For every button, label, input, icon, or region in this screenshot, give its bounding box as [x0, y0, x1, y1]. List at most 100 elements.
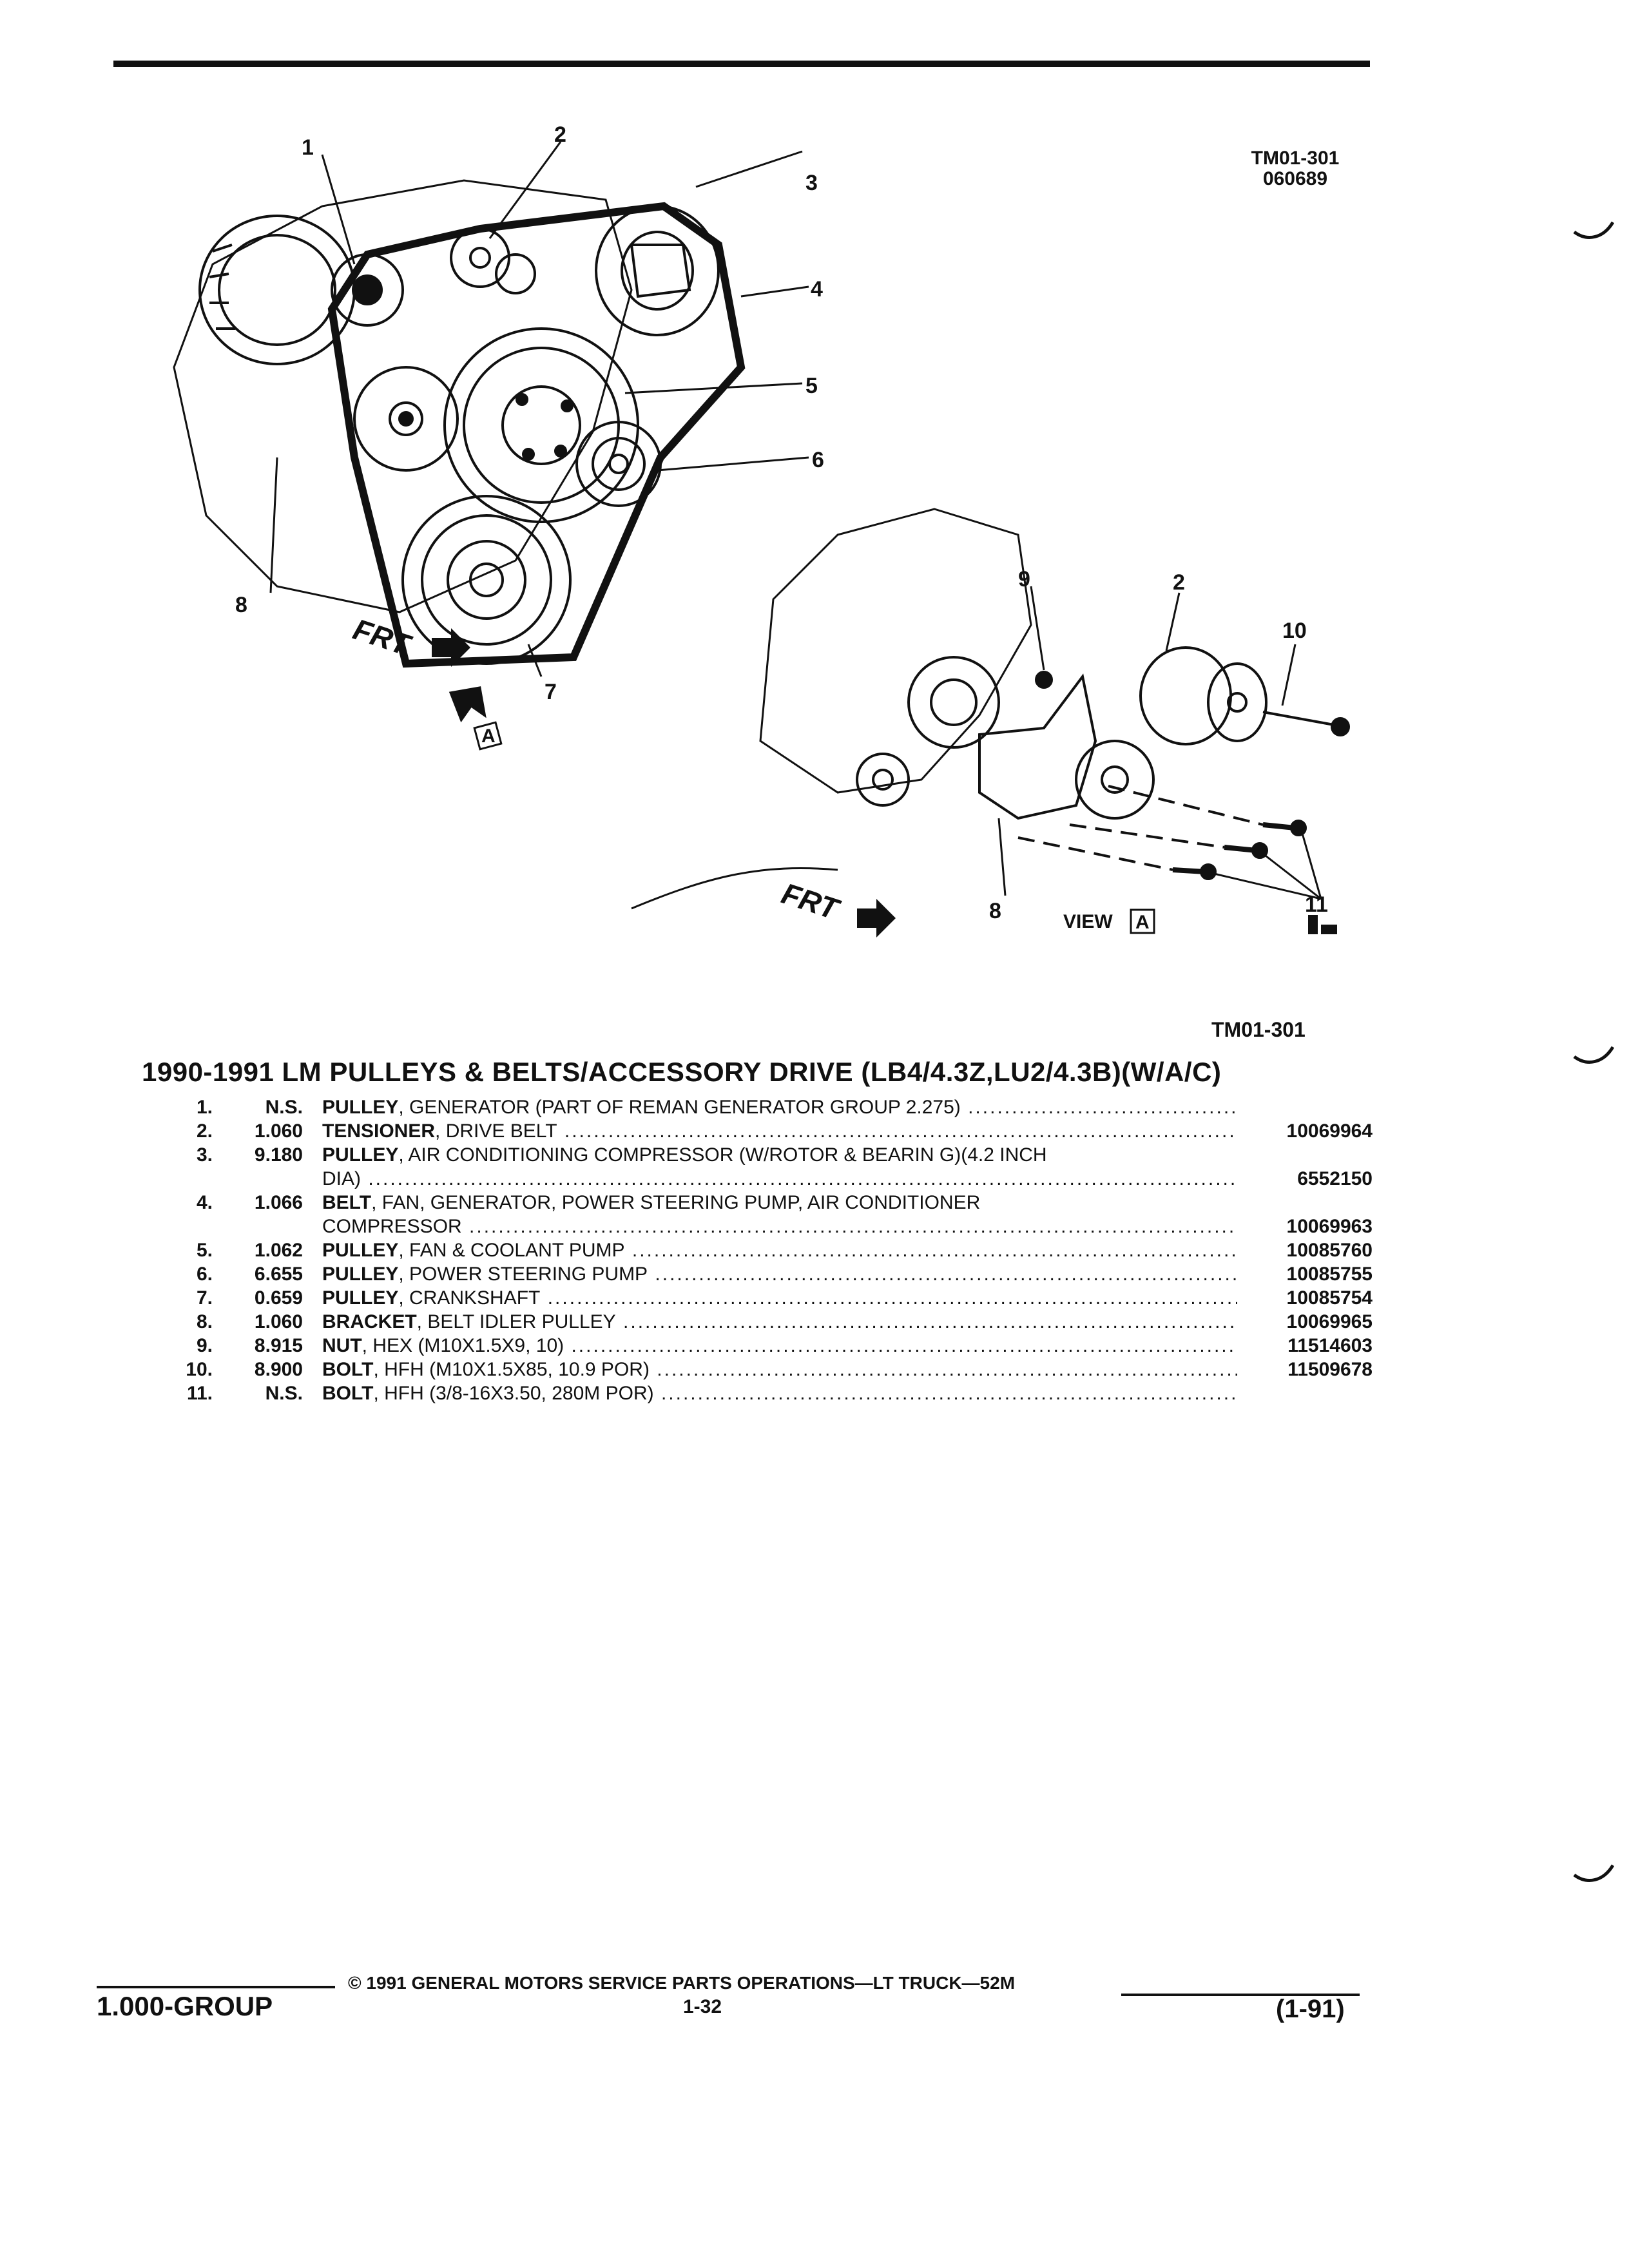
front-arrow-view: FRT — [778, 876, 896, 937]
part-description: BOLT, HFH (3/8-16X3.50, 280M POR) ......… — [322, 1383, 1237, 1404]
part-detail: , HFH (M10X1.5X85, 10.9 POR) — [373, 1359, 650, 1380]
part-detail: , GENERATOR (PART OF REMAN GENERATOR GRO… — [398, 1097, 961, 1118]
parts-row-continued: COMPRESSOR .............................… — [161, 1215, 1373, 1238]
part-name: TENSIONER — [322, 1120, 436, 1142]
margin-mark-2 — [1573, 1046, 1615, 1064]
footer-rule-right — [1121, 1994, 1360, 1996]
item-number: 1. — [196, 1097, 213, 1118]
part-number: 10069965 — [1286, 1311, 1373, 1332]
callout-view-11: 11 — [1305, 892, 1328, 917]
parts-row-continued: DIA) ...................................… — [161, 1167, 1373, 1191]
callout-4: 4 — [811, 277, 823, 302]
parts-row: 11.N.S.BOLT, HFH (3/8-16X3.50, 280M POR)… — [161, 1381, 1373, 1405]
leader-lines-main — [269, 141, 809, 677]
group-number: 1.000-GROUP — [97, 1991, 273, 2021]
part-number: 10069963 — [1286, 1216, 1373, 1237]
view-label-text: VIEW — [1063, 911, 1113, 932]
part-description-continued: DIA) ...................................… — [322, 1168, 1237, 1189]
item-number: 3. — [196, 1144, 213, 1166]
leader-lines-view — [998, 586, 1322, 900]
part-number: 10069964 — [1286, 1120, 1373, 1142]
copyright-notice: © 1991 GENERAL MOTORS SERVICE PARTS OPER… — [348, 1973, 1016, 1993]
callout-8: 8 — [235, 593, 247, 617]
crankshaft-pulley — [401, 495, 572, 665]
view-a-tensioner-bracket — [978, 673, 1155, 820]
callout-view-10: 10 — [1282, 619, 1307, 643]
part-description: PULLEY, GENERATOR (PART OF REMAN GENERAT… — [322, 1097, 1237, 1118]
part-detail: , POWER STEERING PUMP — [398, 1264, 648, 1285]
callout-3: 3 — [805, 171, 818, 195]
parts-row: 3. 9.180 PULLEY, AIR CONDITIONING COMPRESS… — [161, 1143, 1373, 1167]
item-number: 11. — [186, 1383, 213, 1404]
part-description: PULLEY, FAN & COOLANT PUMP .............… — [322, 1240, 1237, 1261]
part-detail: , AIR CONDITIONING COMPRESSOR (W/ROTOR &… — [398, 1144, 1047, 1166]
margin-mark-3 — [1573, 1864, 1615, 1882]
callout-view-9: 9 — [1018, 567, 1030, 591]
parts-list: 1.N.S.PULLEY, GENERATOR (PART OF REMAN G… — [161, 1095, 1373, 1405]
figure-id-block: TM01-301 060689 — [1224, 148, 1366, 189]
generator-pulley — [331, 253, 404, 327]
view-a-label: VIEW A — [1063, 908, 1155, 934]
parts-row: 1.N.S.PULLEY, GENERATOR (PART OF REMAN G… — [161, 1095, 1373, 1119]
part-name: BELT — [322, 1192, 372, 1213]
part-detail: , DRIVE BELT — [435, 1120, 557, 1142]
part-description: BOLT, HFH (M10X1.5X85, 10.9 POR) .......… — [322, 1359, 1237, 1380]
exploded-view-illustration: FRT A FRT 1 2 3 4 5 6 7 8 9 2 10 8 11 VI… — [173, 122, 1350, 937]
group-code: 6.655 — [254, 1264, 303, 1285]
part-name: PULLEY — [322, 1264, 399, 1285]
part-number: 10085754 — [1286, 1287, 1373, 1309]
callout-5: 5 — [805, 374, 818, 398]
figure-id-top: TM01-301 — [1251, 148, 1340, 169]
page-number: 1-32 — [683, 1996, 722, 2017]
callout-view-8: 8 — [989, 899, 1001, 923]
group-code: 8.900 — [254, 1359, 303, 1380]
fan-coolant-pump-pulley — [443, 327, 639, 523]
top-rule — [113, 61, 1370, 67]
tensioner-pulley — [450, 227, 536, 294]
callout-7: 7 — [545, 680, 557, 704]
view-box-letter: A — [1135, 912, 1150, 933]
group-code: 1.062 — [254, 1240, 303, 1261]
part-detail: , CRANKSHAFT — [398, 1287, 541, 1309]
part-name: PULLEY — [322, 1144, 399, 1166]
group-code: 1.060 — [254, 1311, 303, 1332]
frt-label-view: FRT — [778, 876, 845, 927]
part-detail-continued: COMPRESSOR — [322, 1216, 462, 1237]
part-description: PULLEY, POWER STEERING PUMP ............… — [322, 1264, 1237, 1285]
part-number: 10085760 — [1286, 1240, 1373, 1261]
part-name: PULLEY — [322, 1287, 399, 1309]
callout-view-2: 2 — [1173, 570, 1185, 595]
part-description: PULLEY, AIR CONDITIONING COMPRESSOR (W/R… — [322, 1143, 1237, 1167]
part-number: 11509678 — [1287, 1359, 1373, 1380]
parts-row: 6. 6.655 PULLEY, POWER STEERING PUMP .....… — [161, 1262, 1373, 1286]
item-number: 6. — [196, 1264, 213, 1285]
part-name: BOLT — [322, 1383, 374, 1404]
item-number: 9. — [196, 1335, 213, 1356]
callout-1: 1 — [302, 135, 314, 160]
part-number: 6552150 — [1297, 1168, 1373, 1189]
view-a-bolt-10 — [1262, 711, 1350, 736]
group-code: 1.066 — [254, 1192, 303, 1213]
part-description: TENSIONER, DRIVE BELT ..................… — [322, 1120, 1237, 1142]
ac-compressor-pulley — [595, 205, 720, 336]
drive-belt — [327, 202, 746, 668]
group-code: 9.180 — [254, 1144, 303, 1166]
part-description-continued: COMPRESSOR .............................… — [322, 1216, 1237, 1237]
group-code: 1.060 — [254, 1120, 303, 1142]
group-code: 0.659 — [254, 1287, 303, 1309]
part-number: 11514603 — [1287, 1335, 1373, 1356]
page-mark-icon — [1308, 915, 1337, 934]
parts-row: 2. 1.060 TENSIONER, DRIVE BELT ...........… — [161, 1119, 1373, 1143]
front-arrow-main: FRT — [349, 612, 470, 667]
part-detail-continued: DIA) — [322, 1168, 361, 1189]
figure-date-code: 060689 — [1262, 168, 1328, 189]
part-detail: , HEX (M10X1.5X9, 10) — [361, 1335, 564, 1356]
item-number: 2. — [196, 1120, 213, 1142]
part-detail: , FAN & COOLANT PUMP — [398, 1240, 625, 1261]
item-number: 8. — [196, 1311, 213, 1332]
main-engine-drawing — [173, 141, 1350, 910]
page-title: 1990-1991 LM PULLEYS & BELTS/ACCESSORY D… — [142, 1057, 1222, 1087]
